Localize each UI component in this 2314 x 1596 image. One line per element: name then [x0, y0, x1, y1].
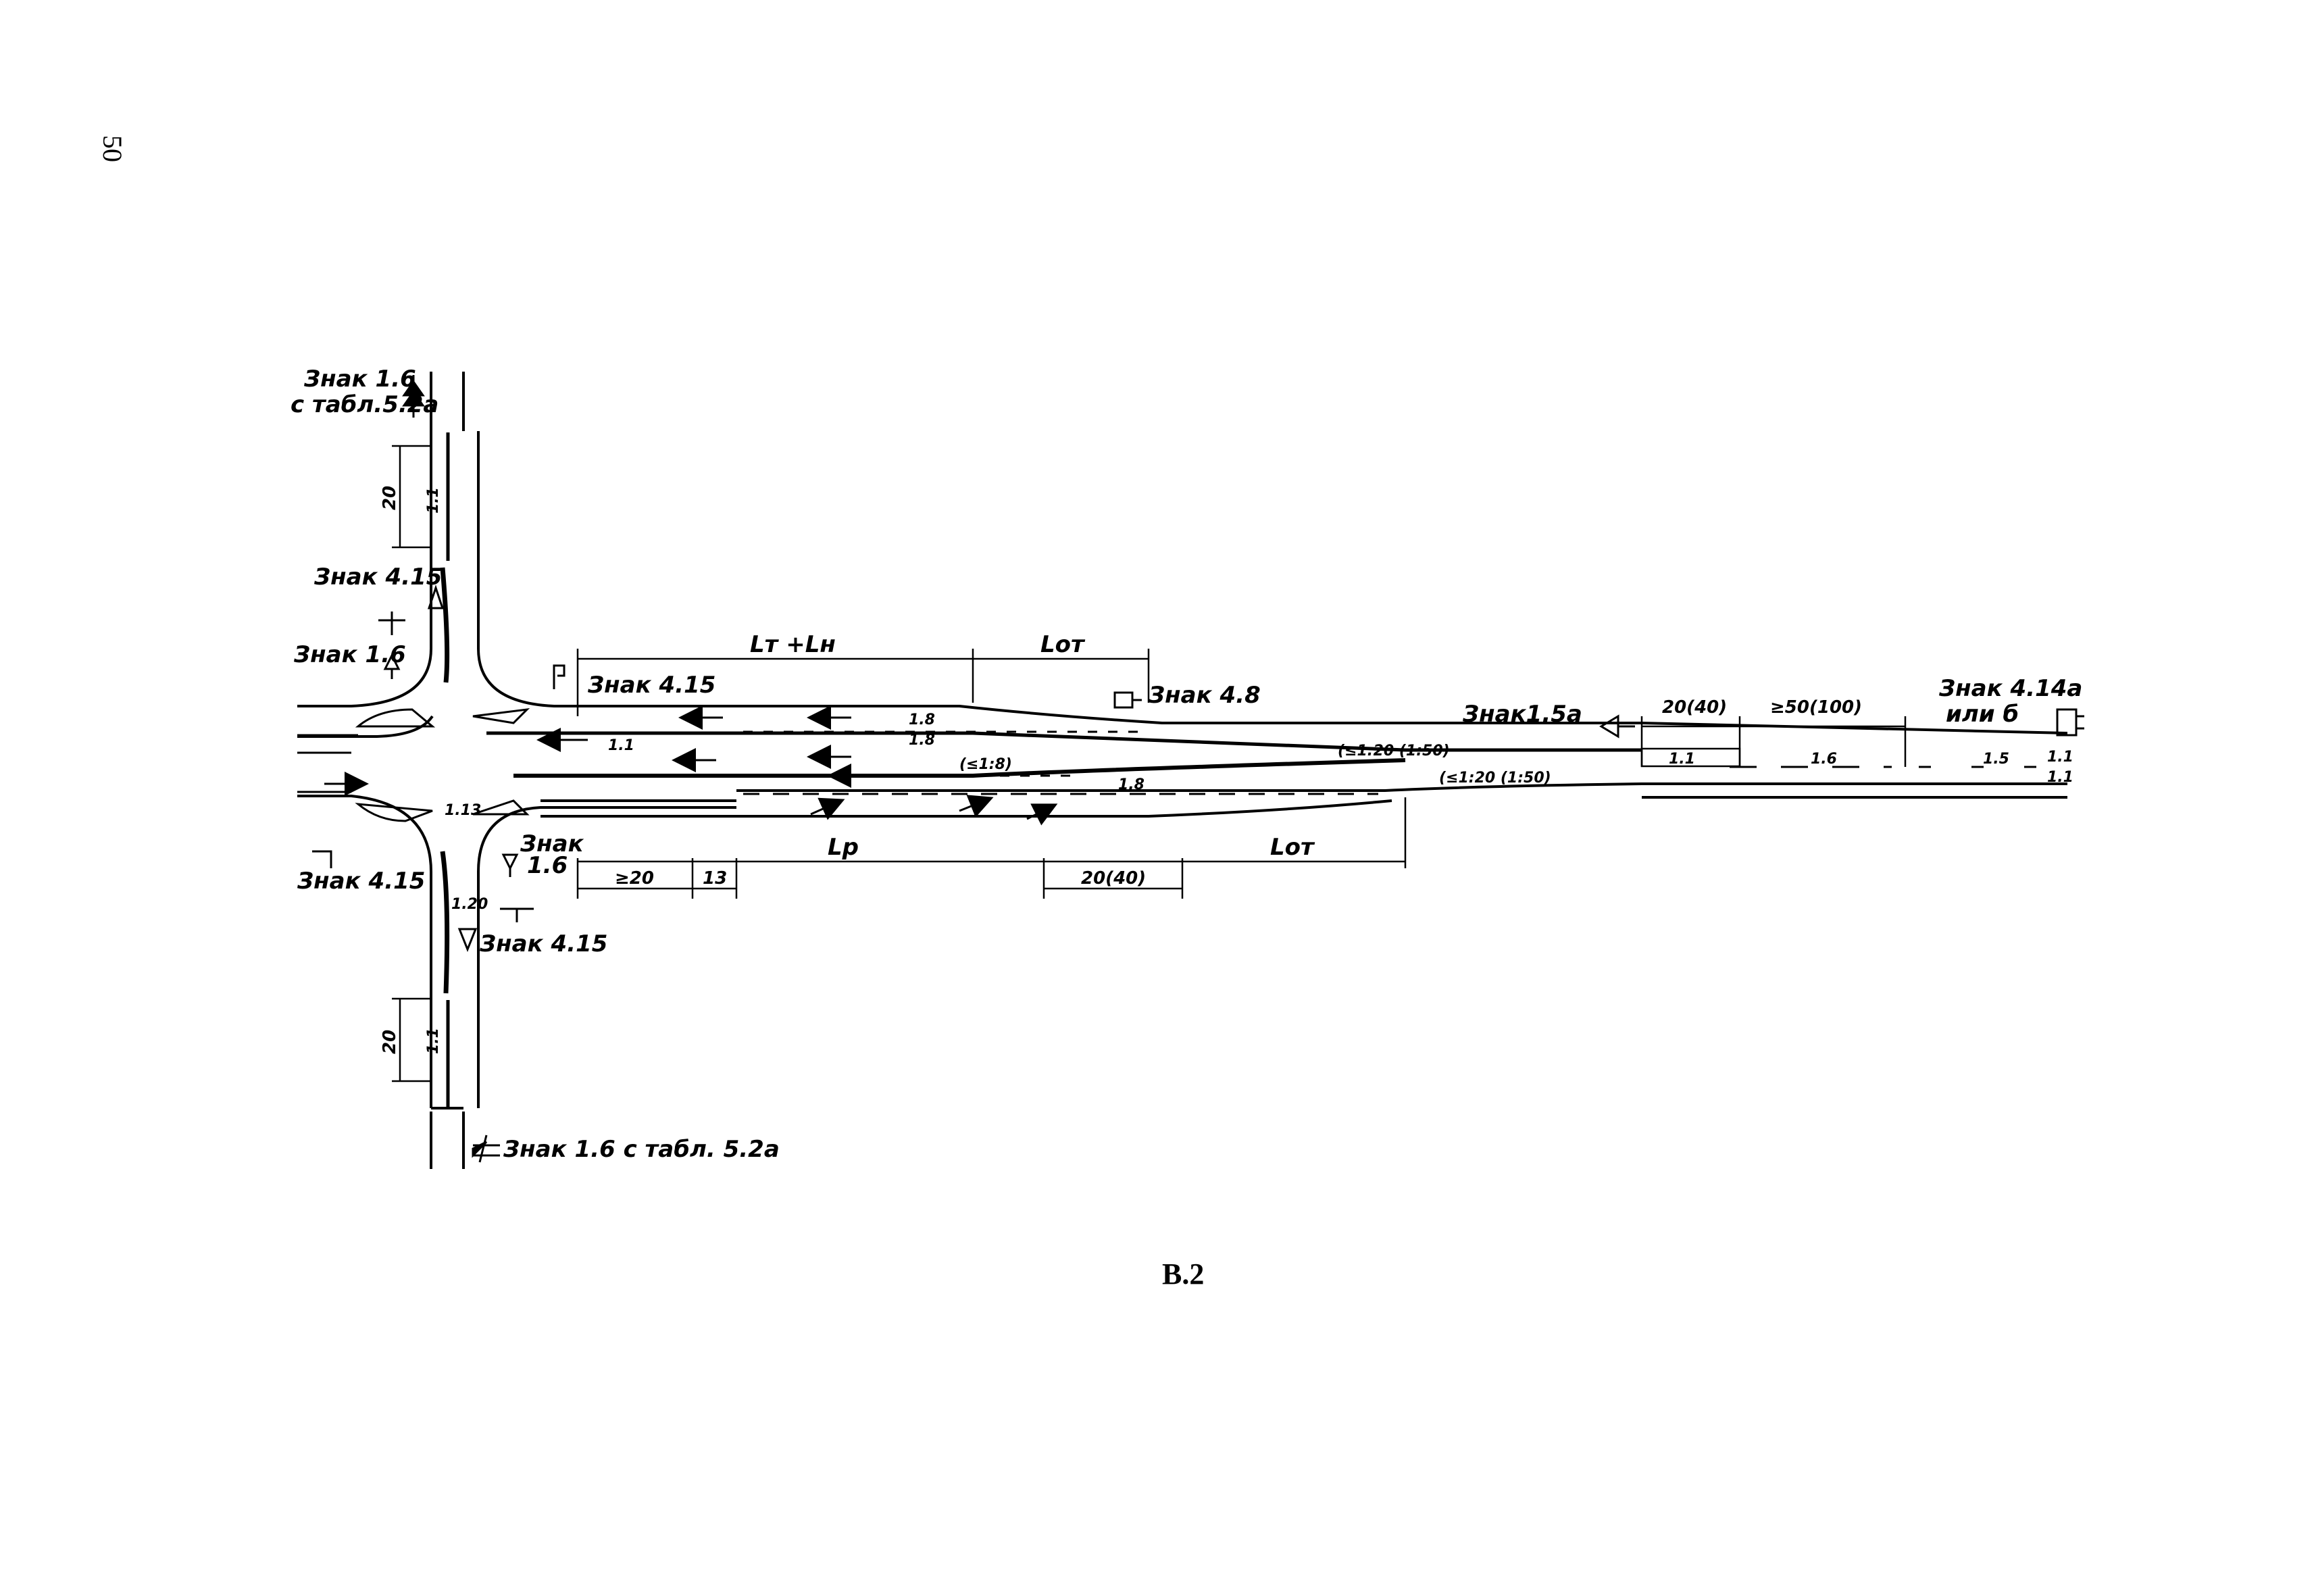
marking-1-6: 1.6 [1811, 751, 1837, 768]
marking-1-5: 1.5 [1983, 751, 2009, 768]
dim-20-bottom: 20 [380, 1030, 400, 1054]
marking-1-8-a: 1.8 [909, 712, 935, 728]
dimension-lines [392, 445, 1907, 1082]
label-sign-4-14-line2: или б [1946, 701, 2019, 728]
dim-20-top: 20 [380, 486, 400, 510]
label-sign-4-15-bottom: Знак 4.15 [479, 930, 607, 957]
marking-1-1-main: 1.1 [608, 737, 634, 754]
taper-1-8: (≤1:8) [959, 756, 1012, 773]
label-sign-4-15-left-bottom: Знак 4.15 [297, 868, 425, 895]
marking-1-1-end-bottom: 1.1 [2047, 769, 2073, 786]
taper-top: (≤1:20 (1:50) [1338, 743, 1450, 759]
arrows [324, 705, 1058, 826]
dim-lot-top: Lот [1040, 631, 1086, 658]
marking-1-1-box: 1.1 [1669, 751, 1695, 768]
label-sign-1-6-top-line2: с табл.5.2а [291, 391, 438, 418]
dim-20-40-low: 20(40) [1081, 868, 1146, 889]
marking-1-13: 1.13 [445, 802, 481, 819]
road-edges [297, 372, 2068, 1169]
label-sign-4-15-left-top: Знак 4.15 [313, 564, 442, 591]
sign-symbols [312, 375, 2084, 1163]
dim-lp: Lр [828, 834, 859, 861]
taper-bottom: (≤1:20 (1:50) [1439, 770, 1551, 787]
label-sign-4-14-line1: Знак 4.14а [1938, 675, 2082, 702]
marking-1-20: 1.20 [451, 896, 488, 913]
marking-1-1-end-top: 1.1 [2047, 749, 2073, 766]
label-sign-1-6-center-line1: Знак [520, 830, 584, 857]
label-sign-1-6-left: Знак 1.6 [293, 641, 406, 668]
marking-1-1-bottom: 1.1 [425, 1028, 442, 1054]
label-sign-1-5a: Знак1.5а [1462, 701, 1582, 728]
label-sign-4-8: Знак 4.8 [1148, 682, 1261, 709]
label-sign-1-6-bottom: Знак 1.6 с табл. 5.2а [503, 1136, 780, 1163]
marking-1-8-b: 1.8 [909, 732, 935, 749]
marking-1-8-c: 1.8 [1118, 776, 1145, 793]
label-sign-1-6-top-line1: Знак 1.6 [303, 366, 416, 393]
dim-ge50-100: ≥50(100) [1770, 697, 1862, 718]
dim-lt-ln: Lт +Lн [750, 631, 836, 658]
label-sign-4-15-center: Знак 4.15 [587, 672, 715, 699]
dim-lot-bottom: Lот [1270, 834, 1315, 861]
dim-ge20: ≥20 [615, 868, 654, 889]
figure-caption: В.2 [1162, 1257, 1205, 1291]
label-sign-1-6-center-line2: 1.6 [527, 852, 568, 879]
lane-markings [297, 432, 2067, 1108]
marking-1-1-top: 1.1 [425, 487, 442, 514]
dim-13: 13 [703, 868, 727, 889]
dim-20-40-high: 20(40) [1662, 697, 1727, 718]
